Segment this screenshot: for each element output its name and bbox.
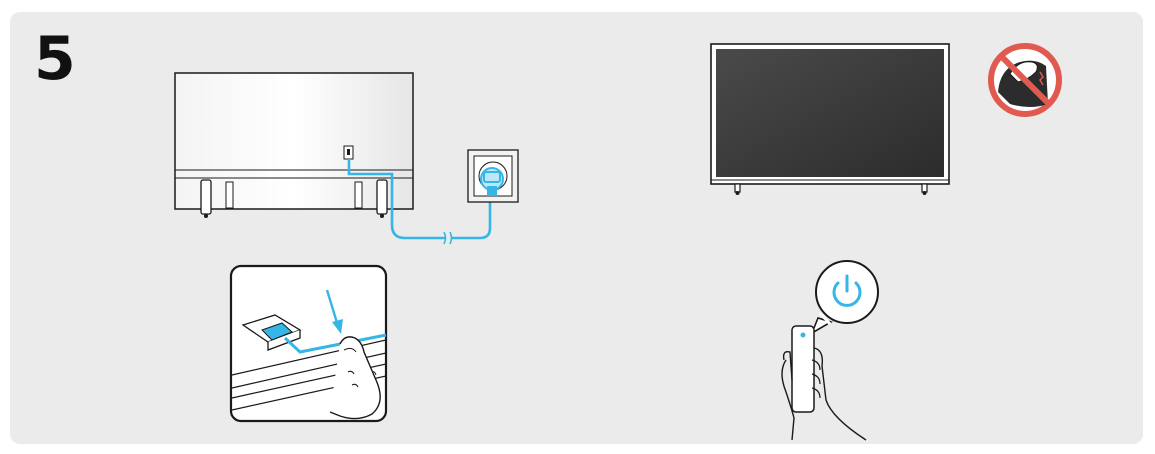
tv-stand-left: [200, 179, 234, 218]
press-arrow-icon: [325, 289, 343, 334]
power-cable-break: [443, 231, 453, 245]
tv-screen: [716, 49, 944, 177]
holding-hand: [781, 347, 867, 441]
power-plug: [480, 167, 504, 196]
power-bubble: [810, 260, 879, 335]
cable-clip-detail-inset: [229, 264, 388, 423]
pressing-hand: [329, 336, 381, 420]
power-cable: [347, 159, 445, 240]
remote-control: [791, 325, 815, 413]
tv-front-foot-left: [734, 183, 741, 195]
no-touch-screen-icon: [988, 43, 1062, 117]
tv-front-view: [710, 43, 950, 195]
power-cable-end: [451, 196, 492, 240]
tv-back-view: [174, 72, 414, 218]
tv-power-port: [343, 145, 354, 160]
step-number: 5: [34, 24, 76, 94]
tv-front-foot-right: [921, 183, 928, 195]
tv-stand-right: [354, 179, 388, 218]
power-icon: [832, 274, 862, 307]
